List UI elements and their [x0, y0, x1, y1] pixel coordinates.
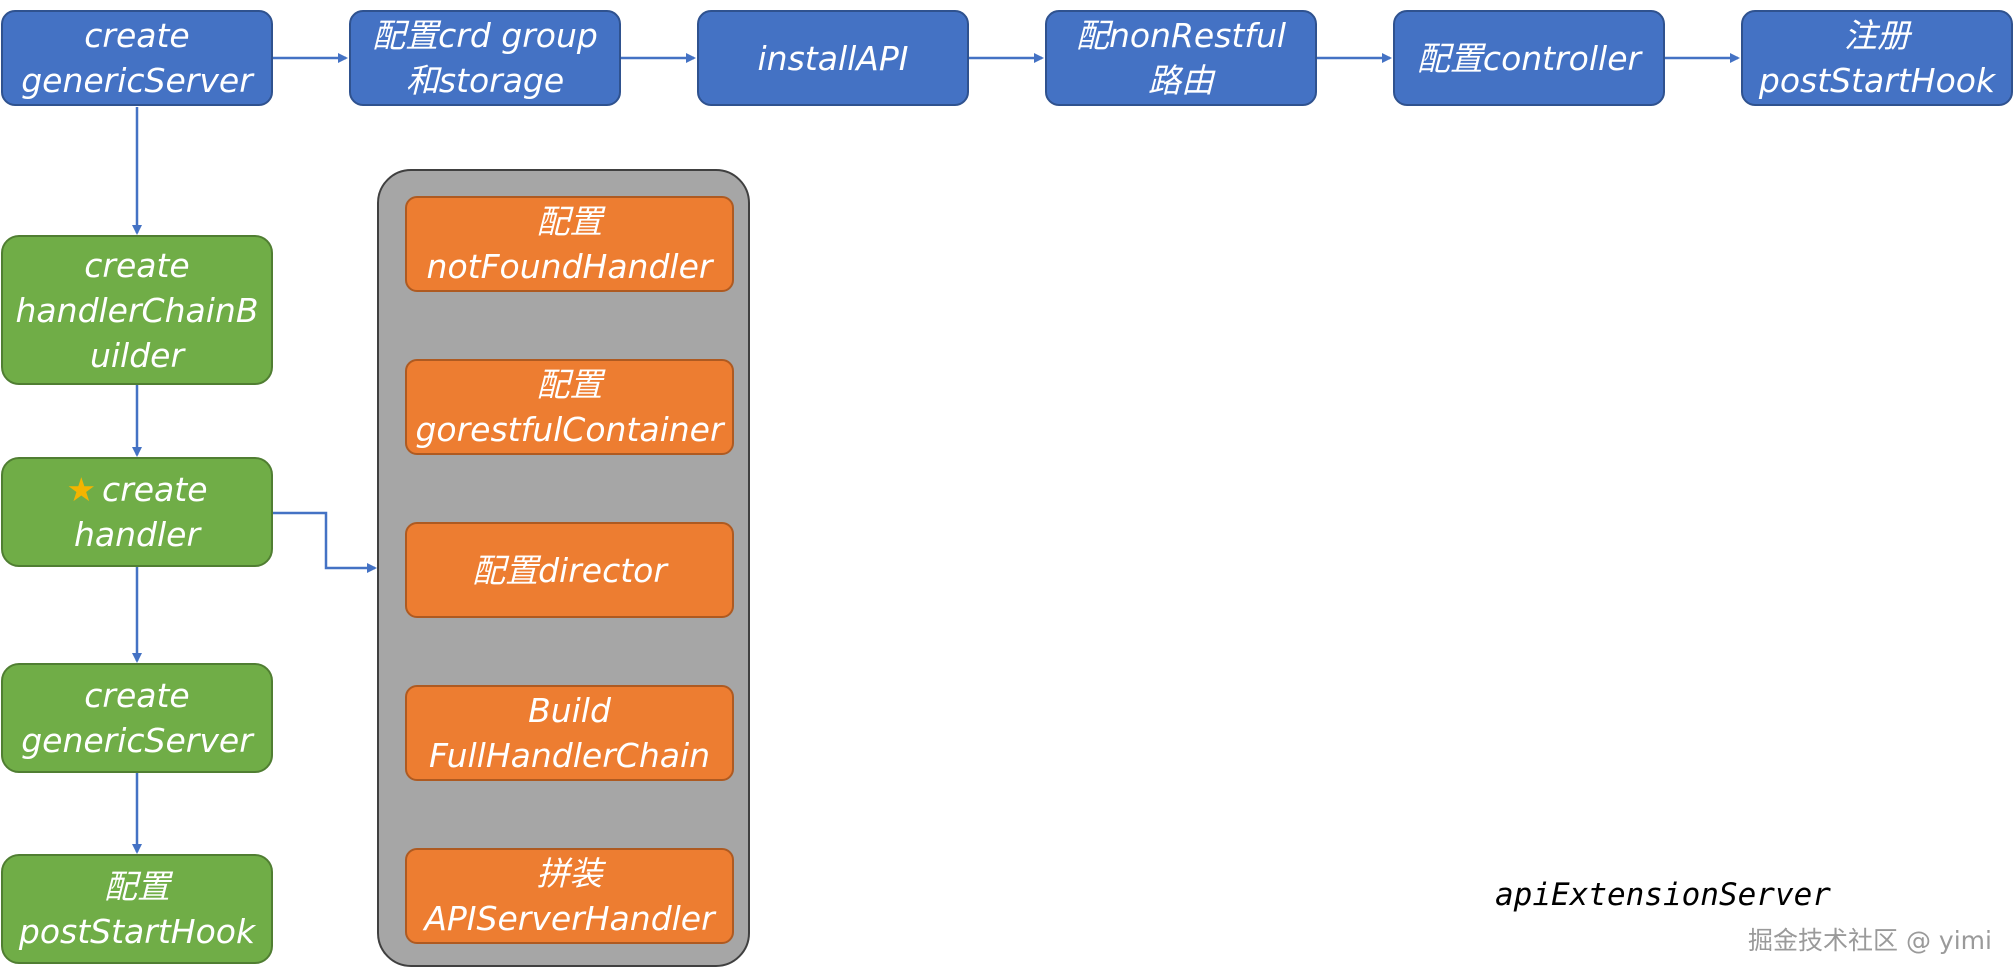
node-label: 配置director	[472, 550, 667, 590]
watermark: 掘金技术社区 @ yimi	[1748, 926, 1992, 955]
node-label: 配置 postStartHook	[18, 867, 256, 951]
chain-node-gorestfulcontainer: 配置 gorestfulContainer	[405, 359, 734, 455]
top-node-create-genericserver: create genericServer	[1, 10, 273, 106]
node-label: 配置controller	[1416, 38, 1642, 78]
left-node-create-handler: ★create handler	[1, 457, 273, 567]
left-node-poststarthook: 配置 postStartHook	[1, 854, 273, 964]
node-label: Build FullHandlerChain	[428, 691, 711, 775]
node-label: installAPI	[757, 38, 909, 78]
top-node-nonrestful-route: 配nonRestful 路由	[1045, 10, 1317, 106]
chain-node-director: 配置director	[405, 522, 734, 618]
diagram-caption: apiExtensionServer	[1495, 877, 1831, 913]
star-icon: ★	[66, 470, 97, 509]
arrow-handler-to-group	[273, 511, 377, 573]
top-node-crd-storage: 配置crd group 和storage	[349, 10, 621, 106]
chain-node-notfoundhandler: 配置 notFoundHandler	[405, 196, 734, 292]
node-label: create genericServer	[21, 676, 253, 760]
left-node-create-genericserver: create genericServer	[1, 663, 273, 773]
node-label: 配置 gorestfulContainer	[415, 365, 724, 449]
node-label-wrap: ★create handler	[66, 467, 207, 557]
top-node-controller: 配置controller	[1393, 10, 1665, 106]
node-label: create handlerChainBuilder	[15, 245, 259, 375]
node-label: 注册 postStartHook	[1758, 16, 1996, 100]
left-node-handlerchainbuilder: create handlerChainBuilder	[1, 235, 273, 385]
top-node-poststarthook: 注册 postStartHook	[1741, 10, 2013, 106]
node-label: create genericServer	[21, 16, 253, 100]
node-label: create handler	[73, 470, 208, 554]
chain-node-fullhandlerchain: Build FullHandlerChain	[405, 685, 734, 781]
node-label: 配置 notFoundHandler	[426, 202, 713, 286]
node-label: 配置crd group 和storage	[372, 16, 598, 100]
chain-node-apiserverhandler: 拼装 APIServerHandler	[405, 848, 734, 944]
node-label: 配nonRestful 路由	[1075, 16, 1287, 100]
top-node-installapi: installAPI	[697, 10, 969, 106]
node-label: 拼装 APIServerHandler	[424, 854, 715, 938]
